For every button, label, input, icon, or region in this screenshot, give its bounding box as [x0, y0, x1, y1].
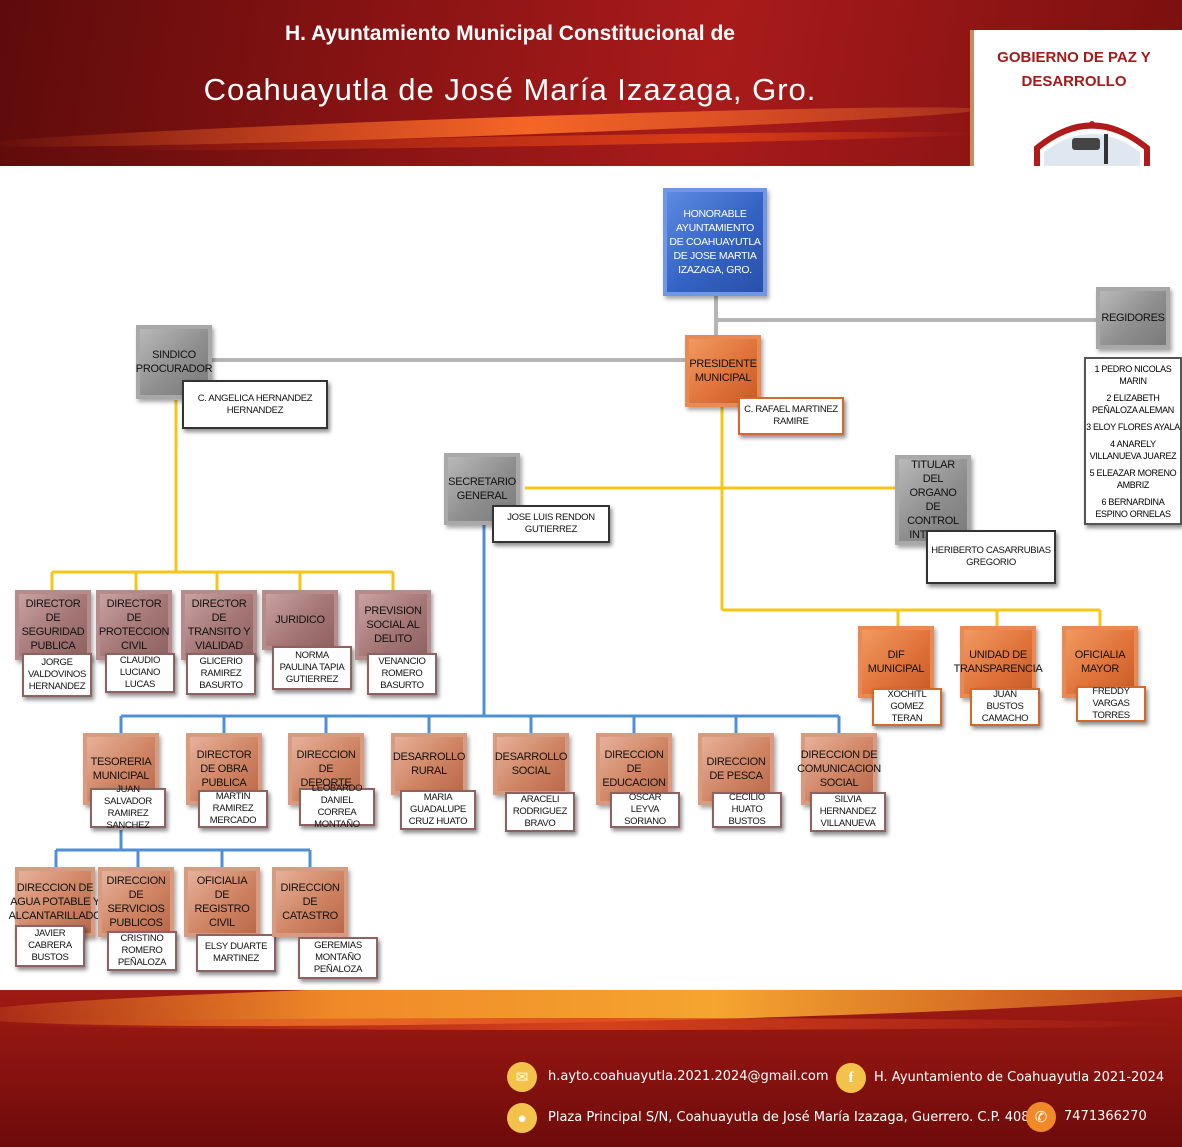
list-item: 4 ANARELY VILLANUEVA JUAREZ: [1089, 439, 1177, 461]
name-box-proteccion-civil: CLAUDIO LUCIANO LUCAS: [105, 653, 175, 693]
org-box-honorable-ayuntamiento: HONORABLE AYUNTAMIENTO DE COAHUAYUTLA DE…: [663, 188, 767, 296]
header-title-line2: Coahuayutla de José María Izazaga, Gro.: [203, 72, 817, 107]
org-box-catastro: DIRECCION DE CATASTRO: [272, 867, 348, 937]
email-icon: ✉: [507, 1062, 537, 1092]
government-slogan: GOBIERNO DE PAZ Y DESARROLLO: [997, 49, 1151, 90]
org-box-juridico: JURIDICO: [262, 590, 338, 650]
municipal-seal-icon: [1034, 121, 1150, 166]
name-box-secretario: JOSE LUIS RENDON GUTIERREZ: [492, 505, 610, 543]
header-title-line1: H. Ayuntamiento Municipal Constitucional…: [285, 22, 735, 45]
page-header: H. Ayuntamiento Municipal Constitucional…: [0, 0, 1182, 166]
name-box-obra-publica: MARTIN RAMIREZ MERCADO: [198, 790, 268, 828]
name-box-transparencia: JUAN BUSTOS CAMACHO: [970, 688, 1040, 726]
name-box-juridico: NORMA PAULINA TAPIA GUTIERREZ: [272, 646, 352, 690]
page-footer: ✉ h.ayto.coahuayutla.2021.2024@gmail.com…: [0, 990, 1182, 1147]
org-box-servicios-publicos: DIRECCION DE SERVICIOS PUBLICOS: [98, 867, 174, 937]
name-box-registro-civil: ELSY DUARTE MARTINEZ: [196, 934, 276, 972]
name-box-transito-vialidad: GLICERIO RAMIREZ BASURTO: [186, 653, 256, 695]
name-box-seguridad-publica: JORGE VALDOVINOS HERNANDEZ: [22, 653, 92, 697]
contact-email[interactable]: h.ayto.coahuayutla.2021.2024@gmail.com: [548, 1069, 829, 1084]
org-box-desarrollo-rural: DESARROLLO RURAL: [391, 733, 467, 795]
name-box-dif-municipal: XOCHITL GOMEZ TERAN: [872, 688, 942, 726]
org-box-prevision-social: PREVISION SOCIAL AL DELITO: [355, 590, 431, 660]
name-box-oficialia-mayor: FREDDY VARGAS TORRES: [1076, 686, 1146, 722]
org-box-dif-municipal: DIF MUNICIPAL: [858, 626, 934, 698]
list-item: 1 PEDRO NICOLAS MARIN: [1094, 364, 1172, 386]
name-box-comunicacion-social: SILVIA HERNANDEZ VILLANUEVA: [810, 792, 886, 832]
contact-phone[interactable]: 7471366270: [1064, 1109, 1147, 1124]
regidores-list: 1 PEDRO NICOLAS MARIN 2 ELIZABETH PEÑALO…: [1084, 357, 1182, 525]
list-item: 5 ELEAZAR MORENO AMBRIZ: [1089, 468, 1177, 490]
name-box-catastro: GEREMIAS MONTAÑO PEÑALOZA: [298, 937, 378, 979]
name-box-tesoreria: JUAN SALVADOR RAMIREZ SANCHEZ: [90, 784, 166, 831]
name-box-servicios-publicos: CRISTINO ROMERO PEÑALOZA: [107, 931, 177, 971]
org-box-seguridad-publica: DIRECTOR DE SEGURIDAD PUBLICA: [15, 590, 91, 660]
name-box-agua-potable: JAVIER CABRERA BUSTOS: [15, 925, 85, 967]
government-logo-box: GOBIERNO DE PAZ Y DESARROLLO: [970, 30, 1182, 166]
name-box-pesca: CECILIO HUATO BUSTOS: [712, 792, 782, 828]
phone-icon: ✆: [1026, 1102, 1056, 1132]
org-box-desarrollo-social: DESARROLLO SOCIAL: [493, 733, 569, 795]
list-item: 2 ELIZABETH PEÑALOZA ALEMAN: [1091, 393, 1175, 415]
name-box-desarrollo-rural: MARIA GUADALUPE CRUZ HUATO: [400, 790, 476, 830]
org-box-regidores: REGIDORES: [1096, 287, 1170, 349]
org-box-obra-publica: DIRECTOR DE OBRA PUBLICA: [186, 733, 262, 805]
name-box-desarrollo-social: ARACELI RODRIGUEZ BRAVO: [505, 792, 575, 832]
name-box-sindico: C. ANGELICA HERNANDEZ HERNANDEZ: [182, 380, 328, 429]
contact-address: Plaza Principal S/N, Coahuayutla de José…: [548, 1110, 1047, 1125]
org-box-secretario: SECRETARIO GENERAL: [444, 453, 520, 525]
name-box-presidente: C. RAFAEL MARTINEZ RAMIRE: [738, 397, 844, 435]
contact-facebook[interactable]: H. Ayuntamiento de Coahuayutla 2021-2024: [874, 1070, 1165, 1085]
org-chart-connectors: [50, 296, 1102, 867]
org-box-proteccion-civil: DIRECTOR DE PROTECCION CIVIL: [96, 590, 172, 660]
location-pin-icon: ●: [507, 1103, 537, 1133]
name-box-contralor: HERIBERTO CASARRUBIAS GREGORIO: [926, 530, 1056, 584]
list-item: 6 BERNARDINA ESPINO ORNELAS: [1095, 497, 1171, 519]
org-box-transito-vialidad: DIRECTOR DE TRANSITO Y VIALIDAD: [181, 590, 257, 660]
name-box-prevision-social: VENANCIO ROMERO BASURTO: [367, 653, 437, 695]
name-box-deporte: LEOBARDO DANIEL CORREA MONTAÑO: [299, 783, 375, 830]
org-box-presidente: PRESIDENTE MUNICIPAL: [685, 335, 761, 407]
name-box-educacion: OSCAR LEYVA SORIANO: [610, 792, 680, 828]
facebook-icon: f: [836, 1063, 866, 1093]
list-item: 3 ELOY FLORES AYALA: [1086, 422, 1180, 432]
org-box-registro-civil: OFICIALIA DE REGISTRO CIVIL: [184, 867, 260, 937]
footer-decoration: [0, 1018, 1182, 1030]
